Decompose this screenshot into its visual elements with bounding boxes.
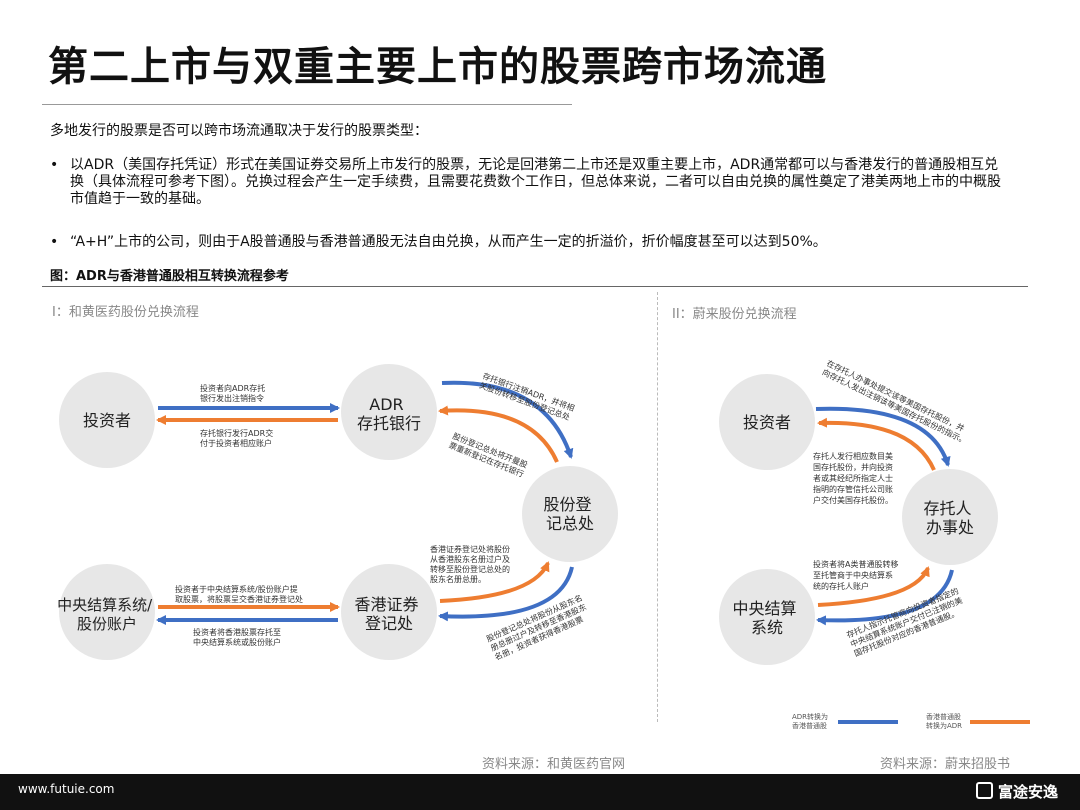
- node-ccass-right-label: 中央结算 系统: [732, 599, 801, 637]
- node-line: ADR: [369, 395, 403, 414]
- node-investor-right: [719, 374, 815, 470]
- footer-bar: www.futuie.com 富途安逸: [0, 774, 1080, 810]
- node-line: 登记处: [365, 614, 413, 633]
- node-registry-label: 股份登 记总处: [543, 495, 596, 533]
- label-hk-to-registry: 香港证券登记处将股份 从香港股东名册过户及 转移至股份登记总处的 股东名册总册。: [430, 544, 513, 584]
- source-left: 资料来源：和黄医药官网: [482, 757, 626, 772]
- node-ccass-right: [719, 569, 815, 665]
- label-line: 统的存托人账户: [813, 581, 869, 591]
- node-line: 存托银行: [357, 414, 421, 433]
- arrow-investor-to-custodian: [815, 406, 951, 467]
- label-bank-to-investor: 存托银行发行ADR交 付于投资者相应账户: [200, 428, 276, 448]
- source-right: 资料来源：蔚来招股书: [880, 757, 1011, 772]
- label-custodian-to-ccass: 存托人指示托管商向投资者指定的 中央结算系统账户交付已注销的美 国存托股份对应的…: [845, 585, 970, 659]
- node-line: 系统: [751, 618, 783, 637]
- label-line: 香港证券登记处将股份: [430, 544, 510, 554]
- node-line: 香港证券: [354, 595, 418, 614]
- title-divider: [42, 104, 572, 105]
- legend-hk-to-adr-label: 香港普通股 转换为ADR: [926, 712, 963, 730]
- node-custodian-label: 存托人 办事处: [923, 499, 976, 537]
- bullet-dot: •: [50, 157, 59, 173]
- label-custodian-to-investor: 存托人发行相应数目美 国存托股份，并向投资 者或其经纪所指定人士 指明的存管信托…: [813, 451, 896, 505]
- label-line: 转移至股份登记总处的: [430, 564, 510, 574]
- bullet-text: “A+H”上市的公司，则由于A股普通股与香港普通股无法自由兑换，从而产生一定的折…: [70, 234, 827, 250]
- label-line: 银行发出注销指令: [200, 393, 264, 403]
- node-line: 股份账户: [77, 615, 137, 633]
- node-investor: [59, 372, 155, 468]
- node-registry: [522, 466, 618, 562]
- node-ccass-label: 中央结算系统/ 股份账户: [57, 596, 157, 633]
- right-section-title: II：蔚来股份兑换流程: [672, 307, 797, 322]
- label-line: 投资者将A类普通股转移: [813, 559, 898, 569]
- label-line: 至托管商于中央结算系: [813, 570, 893, 580]
- label-line: 股东名册总册。: [430, 574, 486, 584]
- node-investor-label: 投资者: [83, 411, 131, 430]
- legend-line: 香港普通股: [926, 712, 961, 721]
- label-line: 取股票，将股票呈交香港证券登记处: [175, 594, 303, 604]
- node-line: 股份登: [543, 495, 591, 514]
- label-registry-to-bank: 股份登记总处将开曼股 票重新登记在存托银行: [448, 431, 532, 480]
- label-line: 存托人发行相应数目美: [813, 451, 893, 461]
- bullet-ah: • “A+H”上市的公司，则由于A股普通股与香港普通股无法自由兑换，从而产生一定…: [50, 234, 1010, 251]
- node-adr-bank: [341, 364, 437, 460]
- bullet-adr: • 以ADR（美国存托凭证）形式在美国证券交易所上市发行的股票，无论是回港第二上…: [50, 157, 1010, 208]
- brand-name: 富途安逸: [997, 783, 1058, 801]
- label-line: 投资者于中央结算系统/股份账户提: [175, 584, 298, 594]
- label-line: 存托银行发行ADR交: [200, 428, 273, 438]
- arrow-ccass-to-custodian: [817, 566, 930, 607]
- label-ccass-to-custodian: 投资者将A类普通股转移 至托管商于中央结算系 统的存托人账户: [813, 559, 901, 591]
- label-line: 国存托股份，并向投资: [813, 462, 893, 472]
- label-line: 投资者向ADR存托: [200, 383, 265, 393]
- label-line: 户交付美国存托股份。: [813, 495, 893, 505]
- label-line: 中央结算系统或股份账户: [193, 637, 281, 647]
- figure-caption: 图：ADR与香港普通股相互转换流程参考: [50, 269, 289, 284]
- label-investor-to-bank: 投资者向ADR存托 银行发出注销指令: [200, 383, 268, 403]
- node-adr-bank-label: ADR 存托银行: [357, 395, 421, 433]
- arrow-registry-to-bank: [438, 405, 559, 463]
- left-section-title: I：和黄医药股份兑换流程: [52, 305, 199, 320]
- legend-adr-to-hk-label: ADR转换为 香港普通股: [792, 712, 830, 730]
- arrow-hk-to-registry: [439, 561, 550, 603]
- footer-brand: 富途安逸: [975, 781, 1058, 802]
- node-line: 记总处: [546, 514, 594, 533]
- arrow-custodian-to-investor: [817, 417, 936, 471]
- page-title: 第二上市与双重主要上市的股票跨市场流通: [48, 44, 827, 90]
- node-line: 办事处: [926, 518, 974, 537]
- node-hk-registrar: [341, 564, 437, 660]
- label-line: 付于投资者相应账户: [200, 438, 272, 448]
- arrow-bank-to-registry: [441, 380, 574, 459]
- footer-url[interactable]: www.futuie.com: [18, 782, 115, 796]
- label-hk-to-ccass: 投资者将香港股票存托至 中央结算系统或股份账户: [193, 627, 284, 647]
- label-line: 中央结算系统账户交付已注销的美: [849, 595, 964, 649]
- arrow-registry-to-hk: [438, 566, 574, 622]
- node-line: 中央结算: [732, 599, 796, 618]
- node-investor-right-label: 投资者: [743, 413, 791, 432]
- label-line: 从香港股东名册过户及: [430, 554, 510, 564]
- legend-line: 转换为ADR: [926, 721, 962, 730]
- node-line: 存托人: [923, 499, 971, 518]
- label-line: 者或其经纪所指定人士: [813, 473, 893, 483]
- figure-divider: [42, 286, 1028, 287]
- bullet-text: 以ADR（美国存托凭证）形式在美国证券交易所上市发行的股票，无论是回港第二上市还…: [70, 157, 1001, 207]
- label-line: 投资者将香港股票存托至: [193, 627, 281, 637]
- legend-line: ADR转换为: [792, 712, 828, 721]
- arrow-custodian-to-ccass: [816, 569, 954, 626]
- label-ccass-to-hk: 投资者于中央结算系统/股份账户提 取股票，将股票呈交香港证券登记处: [175, 584, 303, 604]
- node-hk-registrar-label: 香港证券 登记处: [354, 595, 423, 633]
- node-ccass: [59, 564, 155, 660]
- node-custodian: [902, 469, 998, 565]
- label-line: 指明的存管信托公司账: [813, 484, 893, 494]
- legend-line: 香港普通股: [792, 721, 827, 730]
- intro-text: 多地发行的股票是否可以跨市场流通取决于发行的股票类型：: [50, 123, 428, 139]
- bullet-dot: •: [50, 234, 59, 250]
- section-divider: [657, 292, 658, 722]
- brand-logo-icon: [975, 782, 993, 799]
- node-line: 中央结算系统/: [57, 596, 153, 614]
